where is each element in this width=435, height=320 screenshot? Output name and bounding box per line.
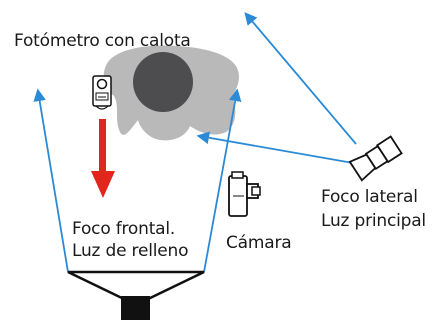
fill-light-ray-left	[33, 88, 69, 273]
camera-label: Cámara	[226, 233, 292, 253]
fill-light-ray-right	[203, 88, 242, 273]
fill-light-label-line1: Foco frontal.	[72, 219, 176, 239]
key-light-ray-lower	[196, 131, 354, 164]
key-light-label-line2: Luz principal	[321, 211, 426, 231]
key-light-ray-upper	[244, 12, 357, 145]
light-meter-icon	[92, 75, 112, 110]
photometer-label: Fotómetro con calota	[14, 31, 191, 51]
softbox-light-icon	[67, 270, 205, 320]
direction-arrow	[91, 119, 115, 198]
camera-icon	[228, 171, 261, 217]
fill-light-label-line2: Luz de relleno	[72, 241, 189, 261]
key-light-label-line1: Foco lateral	[321, 187, 418, 207]
dome-shape	[133, 52, 193, 112]
spotlight-icon	[348, 135, 403, 182]
